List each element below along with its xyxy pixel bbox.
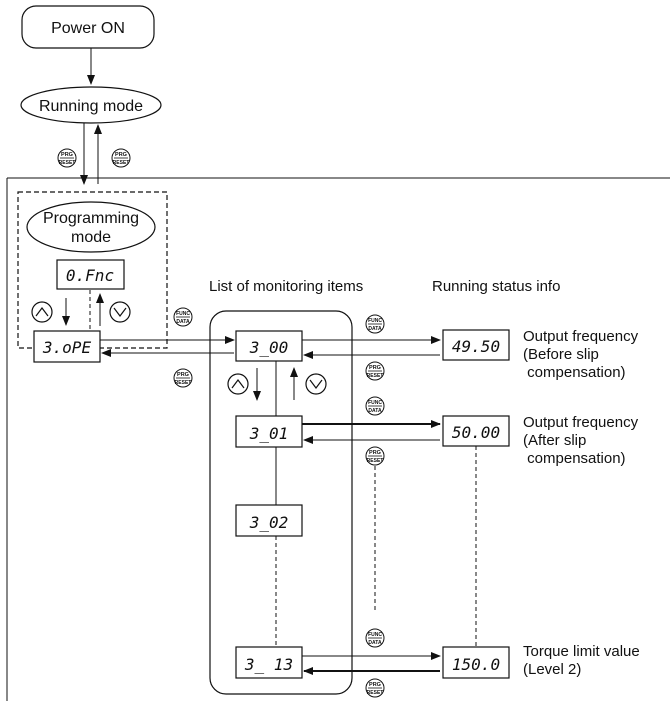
svg-text:3_01: 3_01 xyxy=(249,424,289,443)
status-label-2-line3: compensation) xyxy=(523,450,626,467)
svg-text:0.Fnc: 0.Fnc xyxy=(66,266,114,285)
status-label-1-line1: Output frequency xyxy=(523,328,639,345)
svg-text:3_02: 3_02 xyxy=(249,513,289,532)
lcd-value-1: 49.50 xyxy=(442,329,510,361)
lcd-monitor-00: 3_00 xyxy=(235,330,303,362)
prg-reset-key-row3[interactable]: PRG RESET xyxy=(365,678,385,698)
prg-reset-key-programming[interactable]: PRG RESET xyxy=(173,368,193,388)
programming-mode-ellipse: Programming mode xyxy=(26,201,156,253)
prg-reset-key-left[interactable]: PRG RESET xyxy=(57,148,77,168)
lcd-value-2: 50.00 xyxy=(442,415,510,447)
svg-text:50.00: 50.00 xyxy=(452,423,500,442)
svg-text:DATA: DATA xyxy=(368,408,382,414)
status-label-2-line2: (After slip xyxy=(523,432,586,449)
func-data-key-row1[interactable]: FUNC DATA xyxy=(365,314,385,334)
func-data-key-row3[interactable]: FUNC DATA xyxy=(365,628,385,648)
svg-text:DATA: DATA xyxy=(368,640,382,646)
lcd-value-3: 150.0 xyxy=(442,646,510,679)
heading-running-status-info: Running status info xyxy=(432,278,560,295)
down-key-monitor[interactable] xyxy=(305,373,327,395)
func-data-key-row2[interactable]: FUNC DATA xyxy=(365,396,385,416)
svg-text:FUNC: FUNC xyxy=(176,311,190,317)
lcd-ope: 3.oPE xyxy=(33,330,101,363)
status-label-1-line2: (Before slip xyxy=(523,346,599,363)
svg-text:RESET: RESET xyxy=(59,160,76,166)
svg-text:3_00: 3_00 xyxy=(249,338,289,357)
power-on-label: Power ON xyxy=(51,20,125,37)
svg-text:RESET: RESET xyxy=(367,690,384,696)
svg-text:DATA: DATA xyxy=(368,326,382,332)
status-label-3-line2: (Level 2) xyxy=(523,661,581,678)
status-label-3-line1: Torque limit value xyxy=(523,643,640,660)
svg-text:RESET: RESET xyxy=(113,160,130,166)
svg-text:FUNC: FUNC xyxy=(368,318,382,324)
svg-text:RESET: RESET xyxy=(367,373,384,379)
heading-list-of-monitoring-items: List of monitoring items xyxy=(209,278,363,295)
svg-text:RESET: RESET xyxy=(175,380,192,386)
up-key-programming[interactable] xyxy=(31,301,53,323)
svg-text:PRG: PRG xyxy=(369,450,381,456)
power-on-box: Power ON xyxy=(21,5,155,49)
svg-text:PRG: PRG xyxy=(369,682,381,688)
svg-text:DATA: DATA xyxy=(176,319,190,325)
svg-text:3.oPE: 3.oPE xyxy=(42,338,92,357)
running-mode-ellipse: Running mode xyxy=(20,86,162,124)
lcd-fnc: 0.Fnc xyxy=(56,259,125,290)
svg-text:PRG: PRG xyxy=(369,365,381,371)
prg-reset-key-right[interactable]: PRG RESET xyxy=(111,148,131,168)
status-label-2-line1: Output frequency xyxy=(523,414,639,431)
lcd-monitor-02: 3_02 xyxy=(235,504,303,537)
programming-mode-line1: Programming xyxy=(43,210,139,227)
status-label-1-line3: compensation) xyxy=(523,364,626,381)
svg-text:150.0: 150.0 xyxy=(452,655,500,674)
down-key-programming[interactable] xyxy=(109,301,131,323)
up-key-monitor[interactable] xyxy=(227,373,249,395)
svg-text:PRG: PRG xyxy=(115,152,127,158)
svg-text:49.50: 49.50 xyxy=(452,337,500,356)
running-mode-label: Running mode xyxy=(39,98,143,115)
svg-text:RESET: RESET xyxy=(367,458,384,464)
programming-mode-line2: mode xyxy=(71,229,111,246)
svg-text:FUNC: FUNC xyxy=(368,400,382,406)
prg-reset-key-row1[interactable]: PRG RESET xyxy=(365,361,385,381)
svg-text:FUNC: FUNC xyxy=(368,632,382,638)
lcd-monitor-01: 3_01 xyxy=(235,415,303,448)
svg-text:PRG: PRG xyxy=(177,372,189,378)
func-data-key-programming[interactable]: FUNC DATA xyxy=(173,307,193,327)
svg-text:PRG: PRG xyxy=(61,152,73,158)
prg-reset-key-row2[interactable]: PRG RESET xyxy=(365,446,385,466)
monitoring-list-container xyxy=(209,310,353,695)
svg-text:3_ 13: 3_ 13 xyxy=(244,655,293,674)
lcd-monitor-13: 3_ 13 xyxy=(235,646,303,679)
